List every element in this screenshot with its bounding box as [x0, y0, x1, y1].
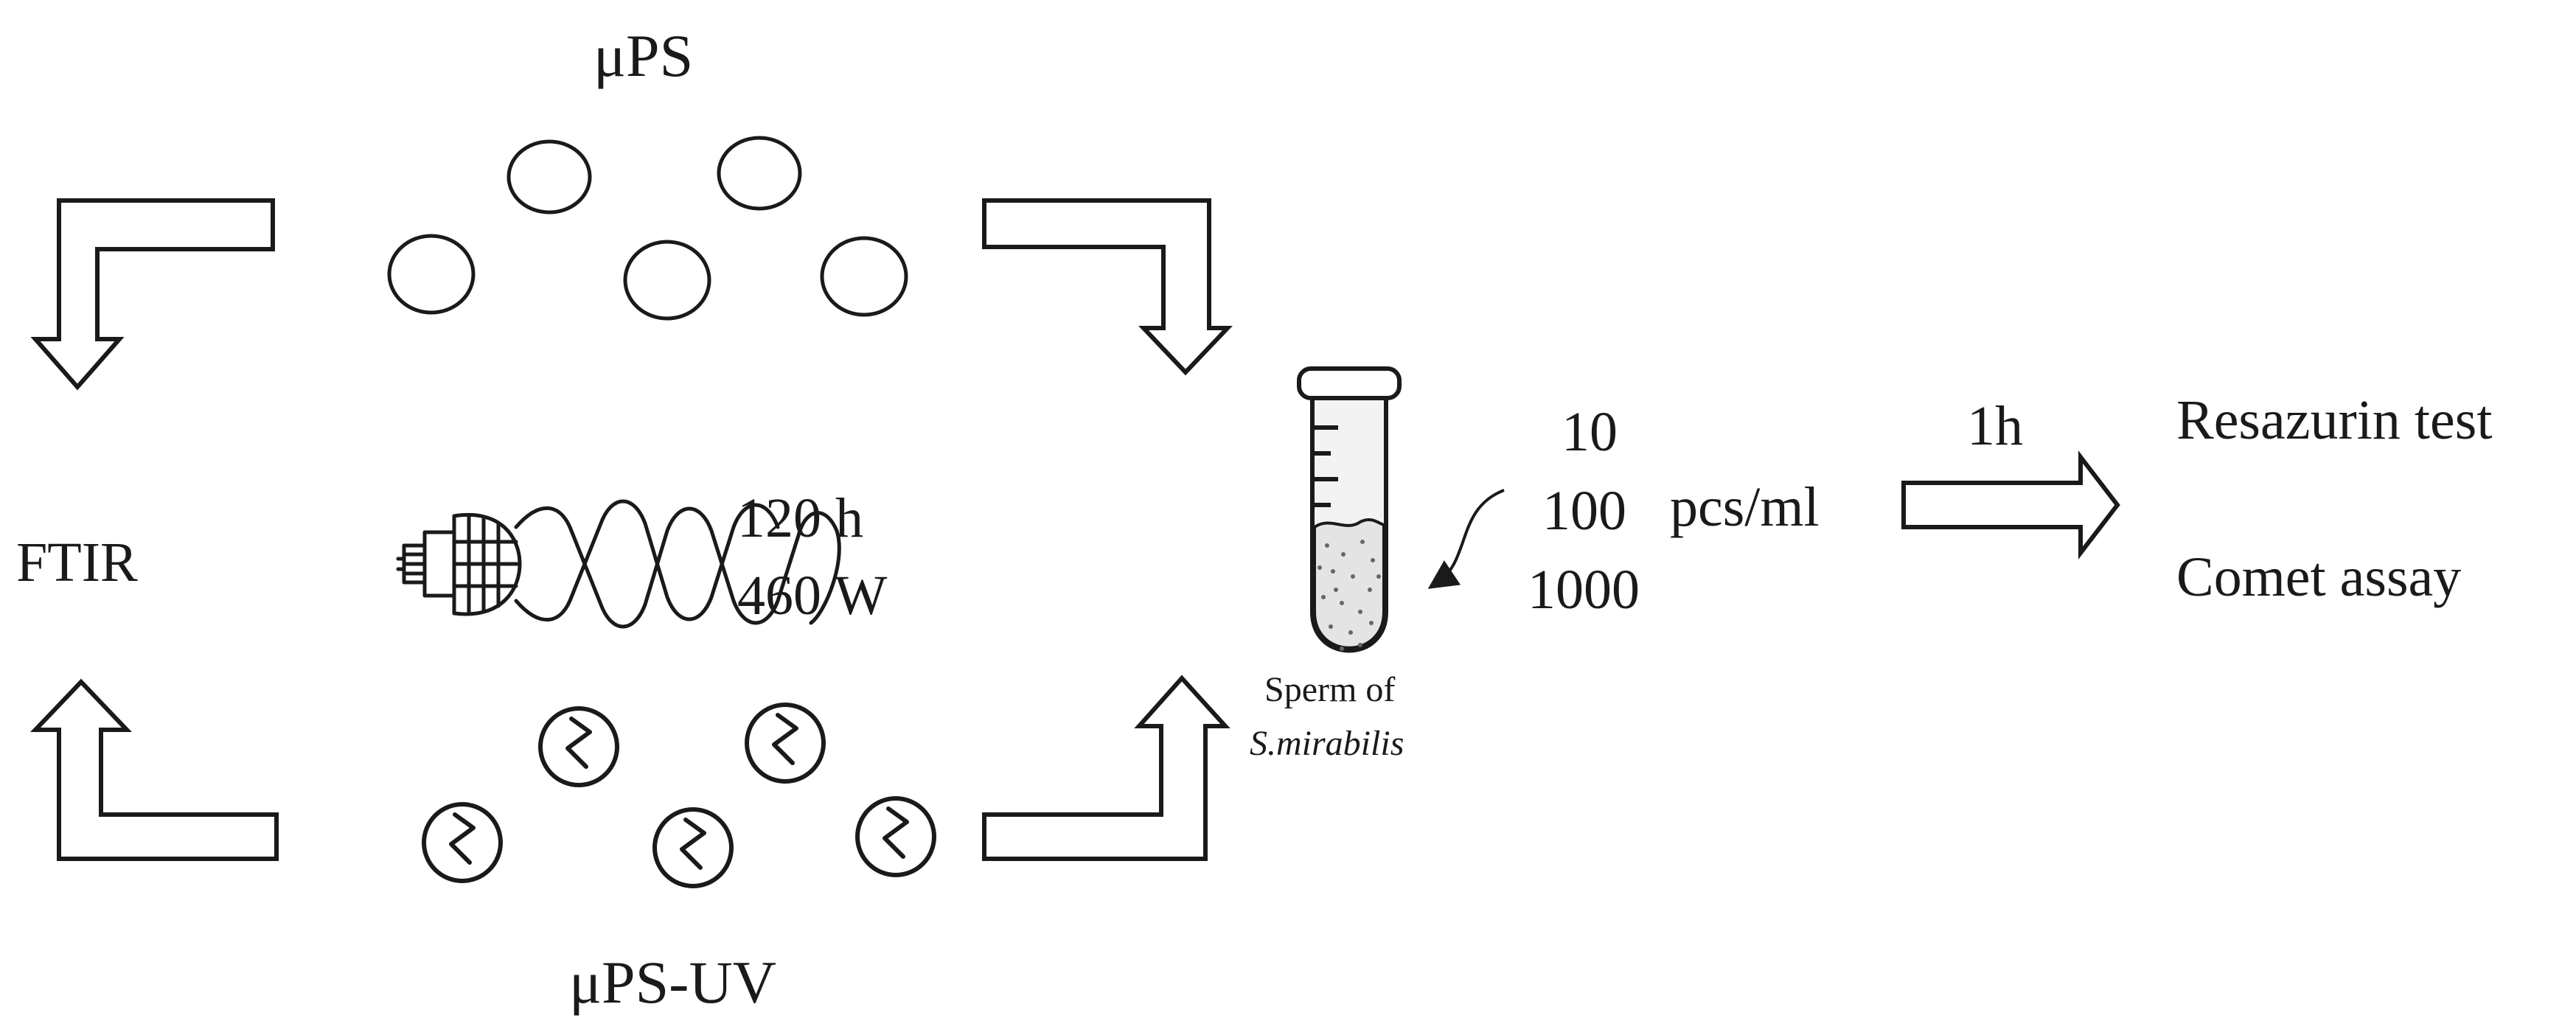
pointer-arrow — [1427, 489, 1505, 589]
arrow-top-right — [982, 198, 1233, 376]
particle-icon — [820, 236, 908, 317]
mups-uv-label: μPS-UV — [569, 949, 776, 1016]
test-tube-icon — [1297, 366, 1402, 653]
uv-particle-icon — [422, 802, 503, 883]
concentration-1000: 1000 — [1528, 559, 1640, 621]
duration-label: 1h — [1967, 395, 2023, 457]
concentration-10: 10 — [1562, 401, 1618, 463]
particle-icon — [387, 234, 476, 315]
particle-icon — [507, 139, 592, 215]
ftir-label: FTIR — [16, 532, 138, 593]
uv-particle-icon — [652, 807, 734, 888]
uv-particle-icon — [855, 796, 936, 877]
sperm-label: Sperm of — [1264, 670, 1396, 709]
uv-lamp-icon — [396, 499, 841, 629]
resazurin-test-label: Resazurin test — [2176, 389, 2493, 451]
uv-time-label: 120 h — [737, 487, 863, 549]
arrow-bottom-right — [982, 675, 1230, 861]
arrow-bottom-left — [29, 678, 279, 861]
arrow-top-left — [30, 198, 275, 391]
arrow-incubation — [1901, 450, 2120, 560]
uv-particle-icon — [538, 706, 619, 787]
species-label: S.mirabilis — [1250, 724, 1404, 763]
mups-label: μPS — [593, 22, 694, 89]
particle-icon — [717, 136, 802, 211]
concentration-unit: pcs/ml — [1670, 476, 1820, 538]
uv-particle-icon — [745, 703, 826, 784]
uv-power-label: 460 W — [737, 565, 888, 627]
particle-icon — [623, 240, 711, 321]
comet-assay-label: Comet assay — [2176, 546, 2462, 608]
concentration-100: 100 — [1542, 480, 1626, 542]
